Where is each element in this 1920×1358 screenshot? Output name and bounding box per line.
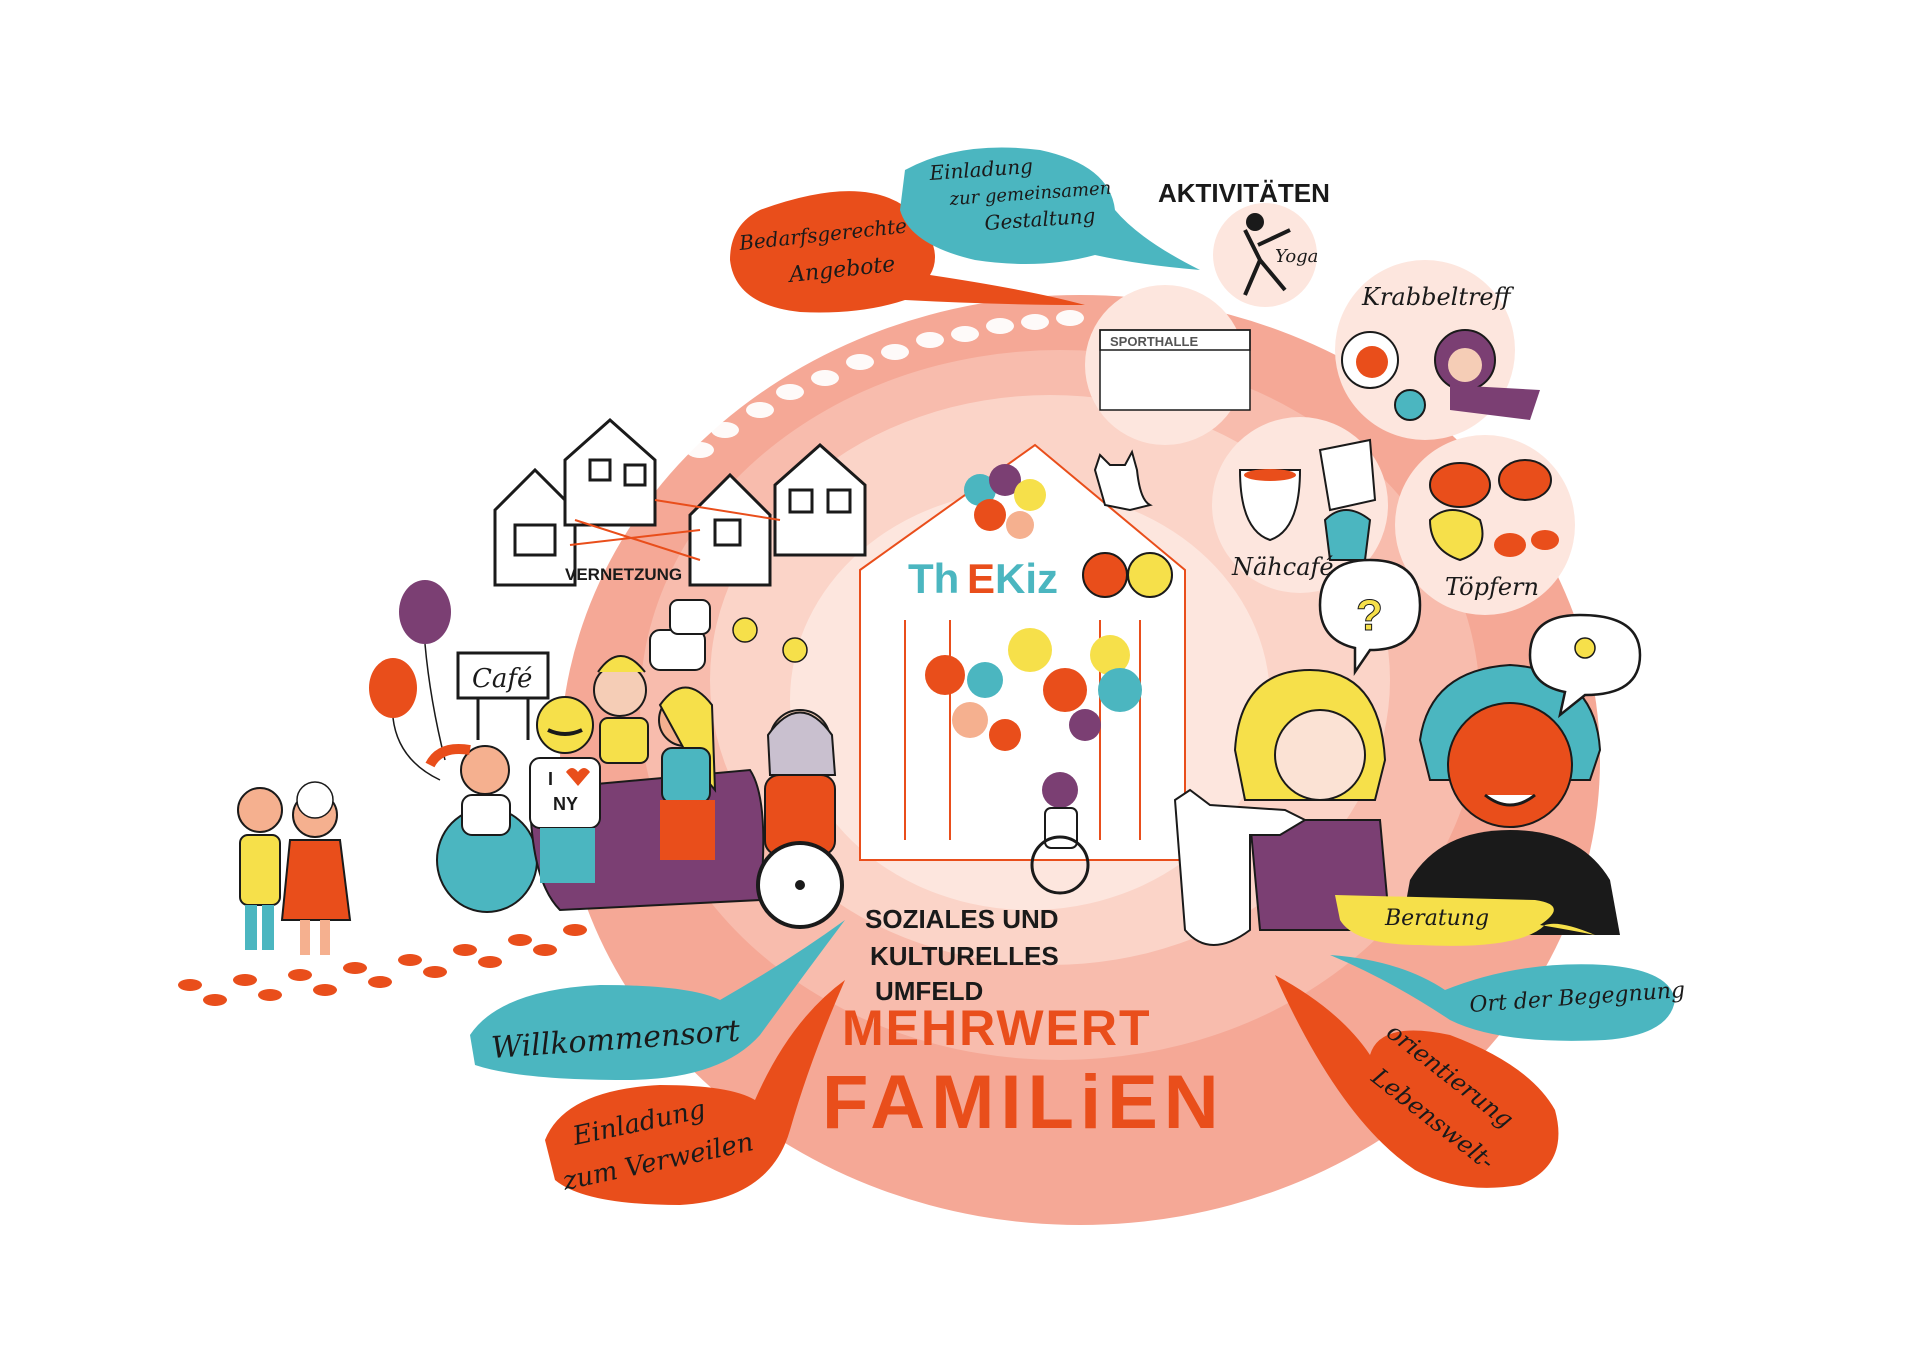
naehcafe-label: Nähcafé [1231,553,1334,581]
house-people-mid [1082,552,1173,598]
activity-circles: Yoga SPORTHALLE Krabbeltreff Nähcafé Töp… [1085,203,1575,615]
umfeld-line2: KULTURELLES [870,941,1059,971]
dog [1173,788,1308,946]
bubble-beratung [1335,895,1595,946]
cafe-sign-text: Café [472,664,532,694]
house-4 [773,442,867,557]
vernetzung-label: VERNETZUNG [565,565,682,584]
question-bubble [1318,558,1422,677]
house-1 [493,467,577,587]
balloon-purple [399,580,451,644]
cafe-sign: Café [456,651,550,740]
woman-teal-hair [1400,663,1620,935]
bubble-einladung-verweilen [545,980,845,1205]
lightbulb-icon [1574,637,1596,659]
ny-shirt [529,757,601,829]
flowers [732,617,808,663]
houses-network [493,417,867,587]
bubble-lebenswelt [1275,975,1559,1188]
balloon-red [369,658,417,718]
balloons [369,580,451,781]
center-child-wheelchair [1042,772,1078,808]
bubble-bedarfsgerechte [730,191,1085,313]
house-people-top [964,464,1046,539]
yoga-circle [1213,203,1317,307]
sofa-group: I NY [425,599,844,929]
shirt-ny: NY [553,794,578,814]
question-mark: ? [1356,591,1383,640]
house-people-bottom [925,628,1142,751]
aktivitaeten-heading: AKTIVITÄTEN [1158,178,1330,208]
bubble-einladung-gestaltung [900,147,1200,270]
bubble-willkommensort [470,920,845,1080]
logo-e: E [967,555,995,602]
umfeld-line3: UMFELD [875,976,983,1006]
thought-bubbles: ? [1318,558,1642,719]
center-texts: SOZIALES UND KULTURELLES UMFELD MEHRWERT… [822,904,1225,1145]
speech-bubbles [470,147,1675,1205]
house-3 [688,472,772,587]
shirt-i: I [548,769,553,789]
elderly-couple [237,781,352,955]
footprints-trail [178,924,587,1006]
yoga-label: Yoga [1275,246,1318,267]
cat [1093,449,1153,512]
idea-bubble [1528,613,1642,719]
thekiz-house: Th E Kiz [859,443,1186,895]
krabbeltreff-label: Krabbeltreff [1361,283,1515,311]
logo-th: Th [908,555,959,602]
mehrwert-text: MEHRWERT [842,1000,1152,1056]
footprints-arc [686,310,1084,458]
beratung-text: Beratung [1384,906,1489,931]
toepfern-label: Töpfern [1445,573,1539,601]
umfeld-line1: SOZIALES UND [865,904,1059,934]
sporthalle-label: SPORTHALLE [1110,334,1198,349]
bubble-ort-begegnung [1330,955,1675,1041]
logo-kiz: Kiz [995,555,1058,602]
familien-text: FAMILiEN [822,1060,1225,1145]
